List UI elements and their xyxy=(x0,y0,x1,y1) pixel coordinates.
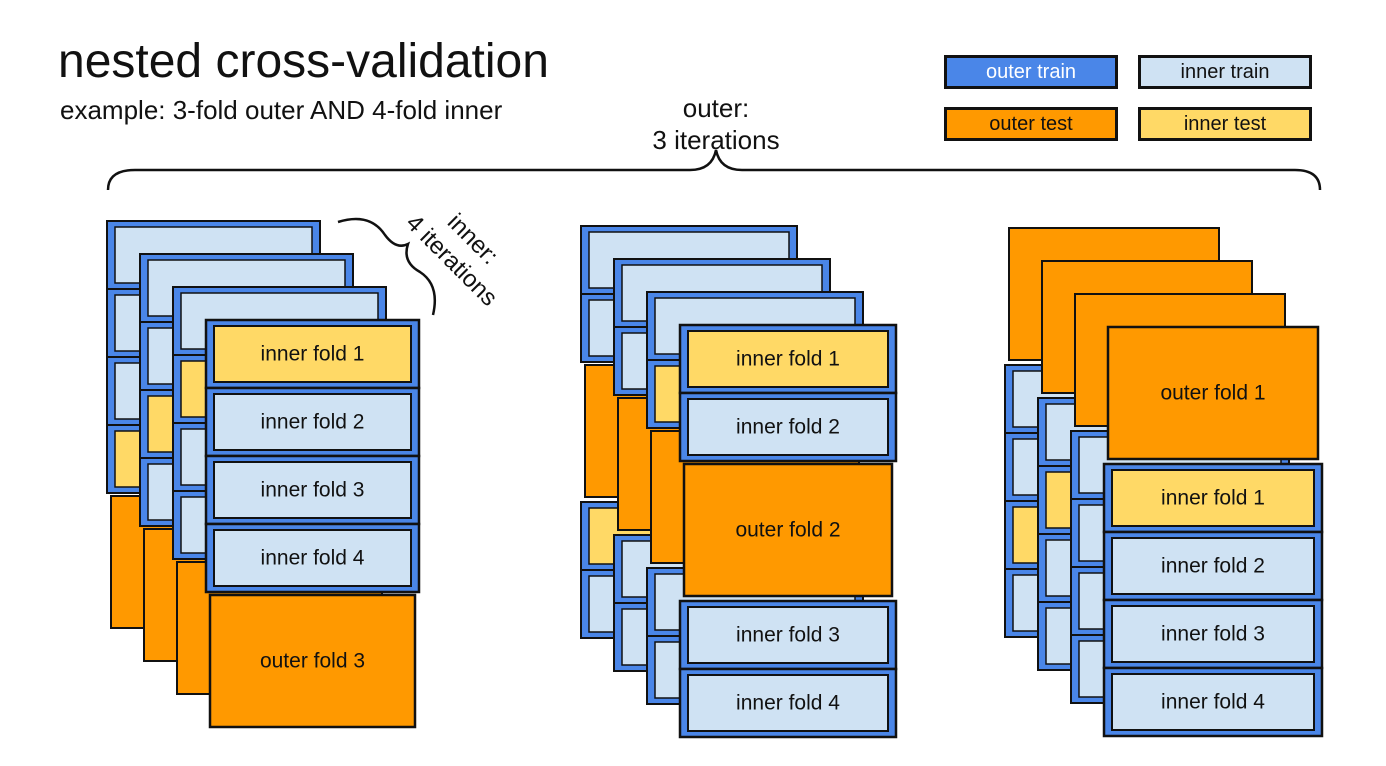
page-subtitle: example: 3-fold outer AND 4-fold inner xyxy=(60,95,503,125)
fold-label: inner fold 3 xyxy=(1161,623,1265,646)
inner-test-fold xyxy=(1111,469,1315,527)
fold-label: inner fold 2 xyxy=(736,416,840,439)
fold-label: inner fold 2 xyxy=(261,411,365,434)
column-1: inner fold 1 inner fold 2 inner fold 3 inne… xyxy=(106,220,421,729)
inner-train-fold xyxy=(213,461,412,519)
fold-label: inner fold 1 xyxy=(261,343,365,366)
legend-outer-train: outer train xyxy=(944,55,1118,89)
column-3: outer fold 1 inner fold 1 inner fold 2 inne… xyxy=(1004,227,1324,738)
fold-label: inner fold 1 xyxy=(1161,487,1265,510)
fold-label: outer fold 2 xyxy=(735,519,840,542)
outer-brace xyxy=(106,149,1322,191)
inner-brace xyxy=(337,217,437,316)
inner-train-fold xyxy=(1111,673,1315,731)
inner-test-fold xyxy=(213,325,412,383)
outer-label-line-2: 3 iterations xyxy=(652,125,779,155)
front-layer: inner fold 1 inner fold 2 outer fold 2 inne… xyxy=(678,323,898,739)
fold-label: inner fold 2 xyxy=(1161,555,1265,578)
fold-label: inner fold 3 xyxy=(261,479,365,502)
inner-train-fold xyxy=(687,606,889,664)
fold-label: inner fold 4 xyxy=(261,547,365,570)
outer-label-line-1: outer: xyxy=(683,93,750,123)
inner-train-fold xyxy=(1111,605,1315,663)
fold-label: outer fold 1 xyxy=(1160,382,1265,405)
inner-train-fold xyxy=(687,674,889,732)
inner-train-fold xyxy=(213,529,412,587)
outer-test-block xyxy=(1106,325,1320,461)
legend-outer-test: outer test xyxy=(944,107,1118,141)
front-layer: inner fold 1 inner fold 2 inner fold 3 inne… xyxy=(204,318,421,729)
column-2: inner fold 1 inner fold 2 outer fold 2 inne… xyxy=(580,225,898,739)
fold-label: inner fold 3 xyxy=(736,624,840,647)
fold-label: inner fold 4 xyxy=(1161,691,1265,714)
inner-train-fold xyxy=(1111,537,1315,595)
fold-label: outer fold 3 xyxy=(260,650,365,673)
inner-label: inner:4 iterations xyxy=(400,209,503,312)
front-layer: outer fold 1 inner fold 1 inner fold 2 inne… xyxy=(1102,325,1324,738)
legend-inner-train: inner train xyxy=(1138,55,1312,89)
outer-test-block xyxy=(682,462,894,598)
inner-test-fold xyxy=(687,330,889,388)
inner-train-fold xyxy=(687,398,889,456)
outer-test-block xyxy=(208,593,417,729)
page-title: nested cross-validation xyxy=(58,35,549,88)
fold-label: inner fold 4 xyxy=(736,692,840,715)
fold-label: inner fold 1 xyxy=(736,348,840,371)
legend-inner-test: inner test xyxy=(1138,107,1312,141)
inner-train-fold xyxy=(213,393,412,451)
